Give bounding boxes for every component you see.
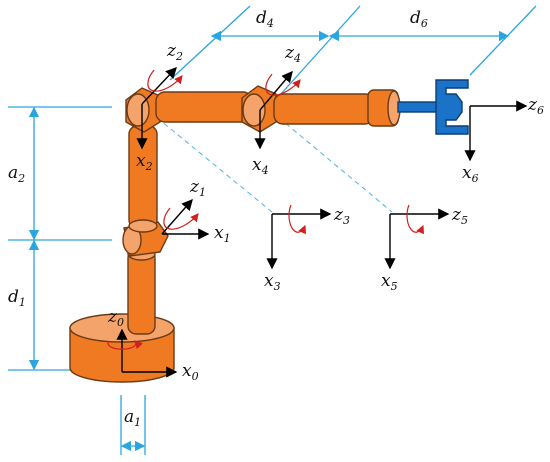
rotation-2-icon (147, 69, 183, 92)
label-x2: x2 (136, 151, 153, 173)
joint-2 (122, 221, 169, 257)
label-d6: d6 (410, 8, 428, 30)
label-a1: a1 (124, 407, 141, 429)
label-z3: z3 (333, 205, 350, 227)
link-2 (128, 125, 158, 233)
label-z0: z0 (107, 307, 124, 329)
label-d4: d4 (256, 8, 274, 30)
z4-arrow (259, 70, 293, 111)
joint-4 (241, 85, 277, 133)
joint-3 (125, 87, 161, 133)
link-1 (127, 247, 156, 335)
label-x5: x5 (381, 271, 398, 293)
label-z1: z1 (189, 177, 206, 199)
label-d1: d1 (8, 287, 26, 309)
dim-ext-diag-3 (469, 5, 537, 76)
guide-frame-5 (271, 111, 393, 213)
label-z2: z2 (166, 41, 183, 63)
z2-arrow (141, 66, 177, 105)
gripper (397, 79, 469, 135)
label-x4: x4 (252, 155, 269, 177)
frame-3 (266, 204, 332, 270)
frame-5 (384, 204, 450, 270)
label-z6: z6 (527, 95, 544, 117)
rotation-4-icon (265, 73, 301, 96)
labels: a2 d1 a1 d4 d6 z0 x0 z1 x1 z2 x2 z3 x3 z… (8, 8, 544, 429)
frame-4 (254, 70, 301, 150)
rotation-3-icon (288, 204, 306, 235)
link-3 (155, 91, 253, 123)
frame-2 (136, 66, 183, 150)
frame-6 (464, 100, 528, 162)
rotation-5-icon (406, 204, 424, 235)
label-x1: x1 (214, 223, 231, 245)
rotation-0-icon (107, 340, 143, 350)
dashed-guides (149, 111, 393, 213)
rotation-1-icon (163, 207, 199, 230)
label-a2: a2 (8, 163, 25, 185)
label-z5: z5 (451, 205, 468, 227)
label-x0: x0 (182, 361, 199, 383)
label-z4: z4 (284, 43, 301, 65)
label-x6: x6 (462, 163, 479, 185)
dim-ext-diag-1 (169, 5, 251, 81)
dimension-lines (8, 5, 537, 455)
frame-1 (161, 198, 210, 240)
frame-0 (107, 328, 178, 378)
label-x3: x3 (264, 271, 281, 293)
link-4 (273, 89, 401, 127)
